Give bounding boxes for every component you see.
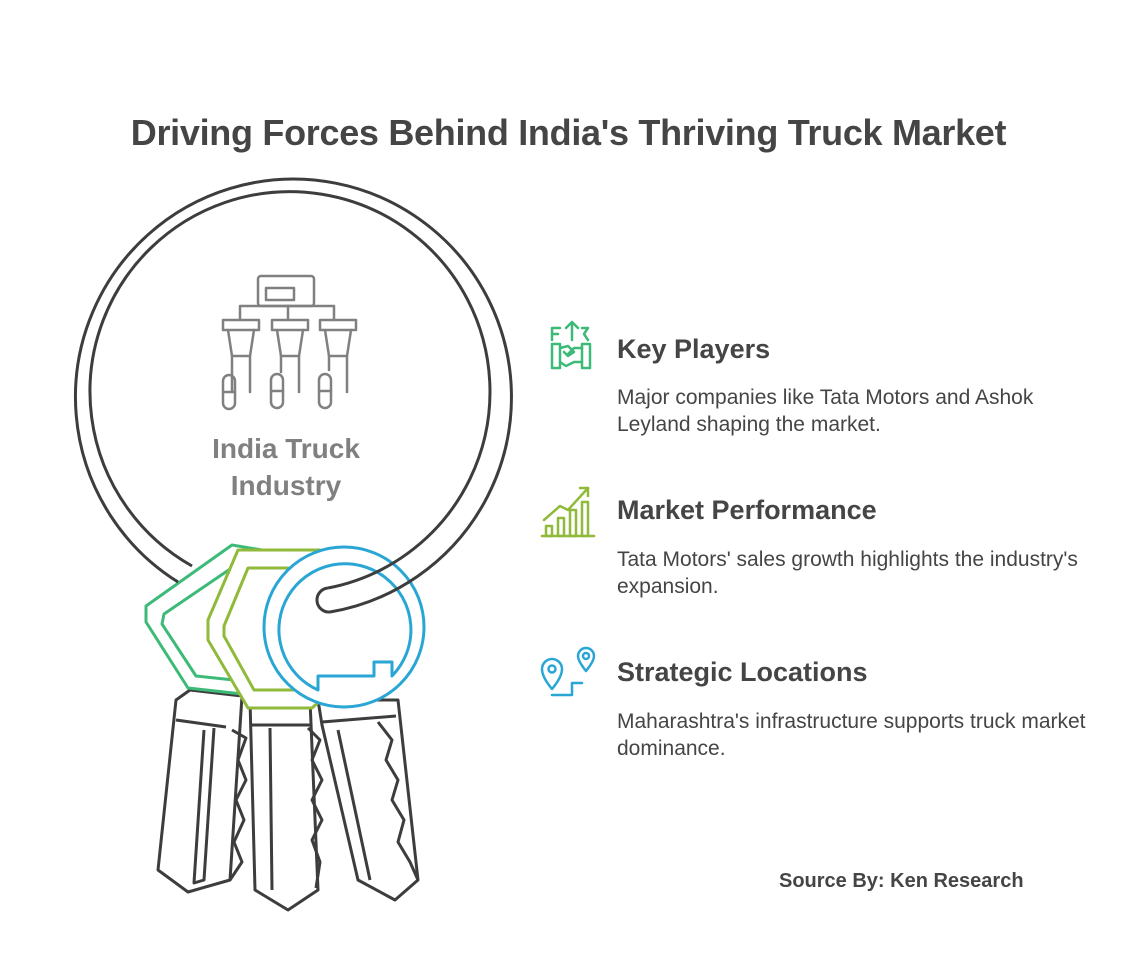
key-head-blue — [262, 545, 426, 709]
page-title: Driving Forces Behind India's Thriving T… — [130, 112, 1007, 153]
key-blade-left — [156, 688, 248, 894]
item-desc-key-players: Major companies like Tata Motors and Ash… — [617, 386, 1034, 436]
item-desc-market-performance: Tata Motors' sales growth highlights the… — [617, 548, 1078, 598]
location-pins-icon — [540, 646, 596, 697]
key-blade-right — [316, 698, 420, 902]
org-hierarchy-icon — [221, 274, 358, 411]
growth-chart-icon — [540, 486, 596, 538]
item-title-strategic-locations: Strategic Locations — [617, 657, 868, 687]
handshake-icon — [550, 320, 592, 370]
center-label-line1: India Truck — [212, 433, 360, 464]
center-label-line2: Industry — [231, 470, 342, 501]
item-desc-strategic-locations: Maharashtra's infrastructure supports tr… — [617, 710, 1086, 760]
item-title-market-performance: Market Performance — [617, 495, 877, 525]
key-ring — [73, 177, 513, 614]
item-title-key-players: Key Players — [617, 334, 771, 364]
source-credit: Source By: Ken Research — [779, 870, 1024, 892]
key-blade-middle — [248, 698, 324, 912]
